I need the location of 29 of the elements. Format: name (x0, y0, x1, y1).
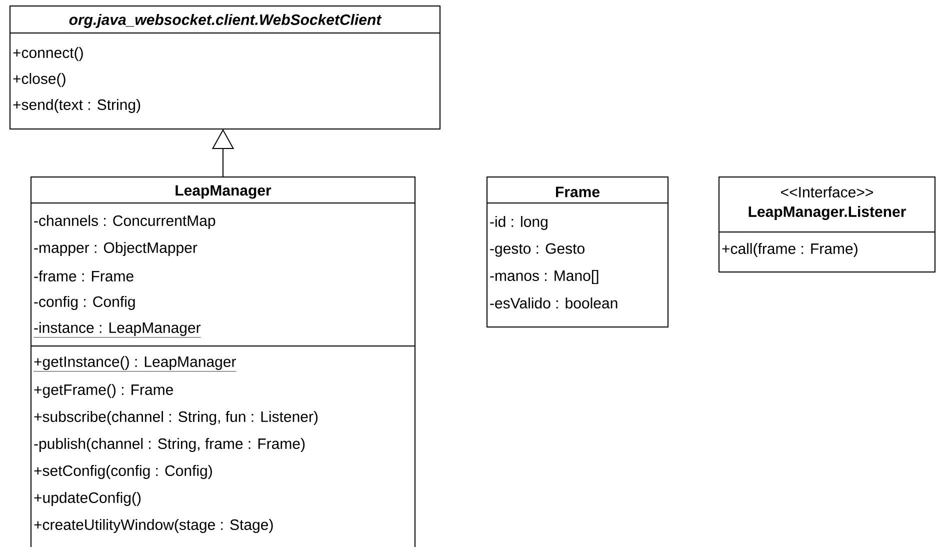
class-box (486, 176, 668, 328)
member-text: -mapper : ObjectMapper (34, 242, 198, 256)
class-name: Frame (556, 186, 600, 198)
member-text: -config : Config (34, 296, 135, 310)
member-text: +send(text : String) (13, 99, 140, 113)
member-text: -manos : Mano[] (490, 270, 598, 284)
member-text: +getInstance() : LeapManager (33, 356, 236, 372)
class-name: LeapManager.Listener (748, 206, 906, 220)
class-name: org.java_websocket.client.WebSocketClient (69, 14, 382, 28)
member-text: +call(frame : Frame) (722, 243, 858, 257)
member-text: +subscribe(channel : String, fun : Listener) (34, 411, 318, 425)
member-text: -id : long (490, 216, 548, 230)
member-text: -esValido : boolean (490, 297, 618, 308)
class-box (30, 176, 416, 548)
member-text: -instance : LeapManager (33, 322, 202, 338)
member-text: -frame : Frame (34, 270, 134, 282)
member-text: +close() (13, 73, 66, 87)
class-box (10, 6, 440, 130)
member-text: +connect() (13, 47, 83, 61)
member-text: -channels : ConcurrentMap (34, 215, 216, 229)
class-name: LeapManager (176, 185, 272, 199)
member-text: +getFrame() : Frame (34, 384, 173, 398)
member-text: +setConfig(config : Config) (34, 465, 212, 479)
member-text: +createUtilityWindow(stage : Stage) (34, 519, 273, 533)
member-text: -gesto : Gesto (490, 243, 584, 257)
class-box (718, 176, 936, 272)
member-text: +updateConfig() (34, 492, 141, 506)
member-text: -publish(channel : String, frame : Frame) (34, 438, 305, 452)
stereotype-label: <<Interface>> (781, 186, 873, 198)
